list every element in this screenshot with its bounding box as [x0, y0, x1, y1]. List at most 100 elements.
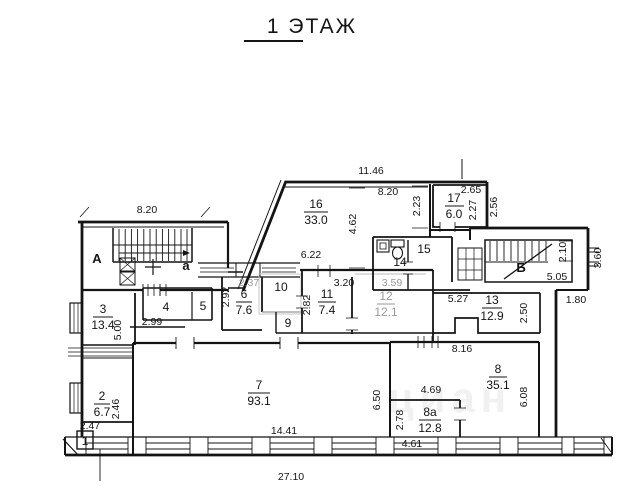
room-8-number: 8	[495, 362, 502, 376]
dim-r16-right-h: 2.23	[411, 196, 423, 217]
dim-r13-top: 5.27	[448, 293, 469, 305]
shaft-cross-hatch	[119, 257, 136, 286]
dim-r8a-left-h: 2.78	[394, 410, 406, 431]
toilet-bowl	[391, 246, 404, 260]
wall-r4-r5	[142, 287, 213, 321]
window	[69, 382, 83, 414]
dim-tick	[349, 187, 365, 269]
wall-wc-block	[372, 236, 470, 291]
dim-r7-bottom: 14.41	[271, 425, 297, 437]
room-7-area: 93.1	[247, 394, 271, 408]
window	[573, 437, 605, 455]
wall-slant	[241, 180, 288, 292]
window-glazing	[73, 383, 79, 413]
room-7-number: 7	[256, 378, 263, 392]
shaft-grid-lines	[458, 248, 482, 280]
window	[69, 302, 83, 334]
dim-r8-right-h: 6.08	[518, 387, 530, 408]
window	[517, 437, 563, 455]
stair-arrow-head	[183, 250, 190, 256]
left-windows	[69, 302, 83, 414]
stair-B-label: Б	[516, 260, 525, 275]
watermark-text: циан	[388, 374, 512, 421]
dim-tick	[559, 240, 573, 262]
dim-total-bottom: 27.10	[278, 471, 304, 483]
window	[393, 437, 439, 455]
dim-r13-right-h: 2.50	[518, 303, 530, 324]
outer-walls	[62, 159, 613, 457]
dim-r8a-top: 4.69	[421, 384, 442, 396]
window	[145, 437, 191, 455]
dim-r1-top: 2.47	[80, 420, 101, 432]
room-9-number: 9	[285, 316, 292, 330]
window-glazing	[73, 303, 79, 333]
door-ticks	[403, 261, 413, 275]
room-2-area: 6.7	[94, 405, 111, 419]
dim-r17-out-right-h: 2.56	[488, 197, 500, 218]
room-3-area: 13.4	[91, 318, 115, 332]
room-11-area: 7.4	[319, 303, 336, 317]
window-marks	[588, 247, 599, 267]
r10-gray-outline	[258, 273, 302, 315]
room-5-number: 5	[200, 299, 207, 313]
dim-r11-top: 3.20	[334, 277, 355, 289]
dim-r16-left-h: 4.62	[347, 214, 359, 235]
dim-step-right: 1.80	[566, 294, 587, 306]
bottom-windows	[85, 437, 605, 455]
room-4-number: 4	[163, 300, 170, 314]
window-ticks	[147, 284, 167, 296]
dim-passage: 2.37	[239, 277, 260, 289]
window	[207, 437, 253, 455]
room-6-number: 6	[241, 287, 248, 301]
room-8a-area: 12.8	[418, 421, 442, 435]
room-10-number: 10	[274, 280, 288, 294]
wall-r17-box	[432, 184, 488, 228]
stair-a-label: а	[182, 258, 190, 273]
shaft-grid	[457, 247, 483, 281]
stair-diagonal	[503, 243, 553, 280]
room-15-number: 15	[417, 242, 431, 256]
door-ticks	[454, 407, 466, 421]
wall-r9	[275, 312, 302, 334]
room-13-area: 12.9	[480, 309, 504, 323]
room-17	[432, 184, 488, 232]
corner-tick-right	[600, 437, 612, 453]
door-ticks	[439, 222, 456, 232]
dim-top-left-width: 8.20	[137, 204, 158, 216]
dim-r17-right-h: 2.27	[467, 200, 479, 221]
stair-A-label: А	[92, 251, 102, 266]
door-ticks	[317, 265, 331, 277]
room-12-number: 12	[379, 289, 393, 303]
inner-walls	[68, 262, 541, 481]
room-12-area: 12.1	[374, 305, 398, 319]
dimension-ticks	[79, 185, 573, 269]
door-ticks	[175, 337, 299, 349]
room-16-area: 33.0	[304, 213, 328, 227]
window	[85, 437, 129, 455]
dim-r16-bottom: 6.22	[301, 249, 322, 261]
dim-tick	[412, 185, 428, 229]
window-band-glazing	[200, 267, 296, 273]
window	[269, 437, 315, 455]
room-8a-number: 8а	[423, 405, 437, 419]
wall-r16-right	[429, 184, 471, 240]
stair-treads	[489, 241, 547, 261]
room-17-area: 6.0	[446, 207, 463, 221]
room-14-number: 14	[393, 255, 407, 269]
room-11-number: 11	[321, 287, 334, 301]
room-6-area: 7.6	[236, 303, 253, 317]
rooms-14-15	[372, 184, 483, 291]
shaft-cell	[119, 257, 136, 272]
dim-stairB-bottom: 5.05	[547, 271, 568, 283]
room1-box	[76, 430, 94, 450]
room-1-number: 1	[82, 434, 89, 448]
dim-r11-left-h: 2.82	[301, 295, 313, 316]
column-cross	[145, 259, 161, 275]
window-band-piers	[235, 263, 261, 277]
room-2-number: 2	[99, 389, 106, 403]
door-ticks	[296, 295, 308, 309]
dim-top-width: 11.46	[358, 165, 384, 177]
room-8-area: 35.1	[486, 378, 510, 392]
